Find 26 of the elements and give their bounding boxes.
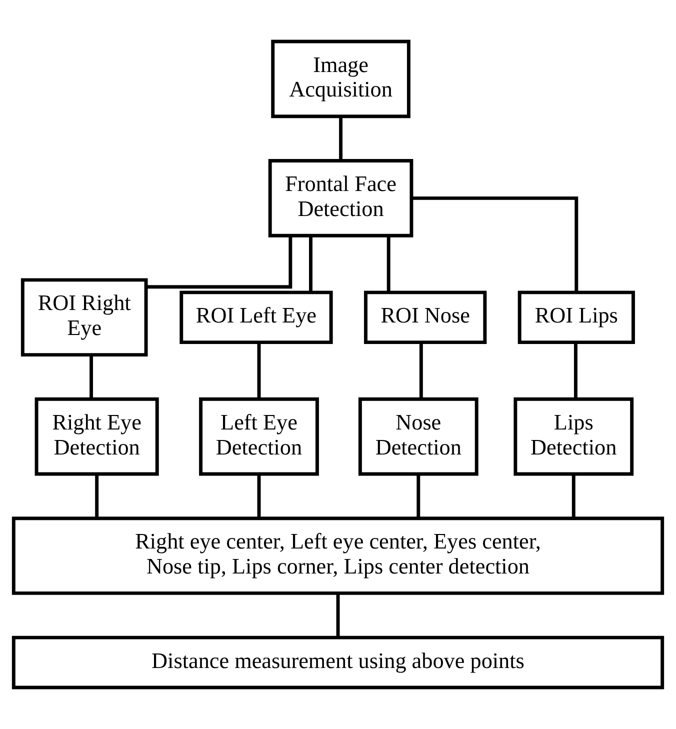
connector <box>95 474 99 518</box>
node-box: ROI Left Eye <box>180 290 333 344</box>
connector <box>572 474 576 518</box>
node-box: Distance measurement using above points <box>12 636 664 690</box>
connector <box>309 236 312 292</box>
connector <box>336 594 340 638</box>
node-box: Left Eye Detection <box>199 397 319 476</box>
node-box: Lips Detection <box>514 397 634 476</box>
node-box: Image Acquisition <box>271 40 410 118</box>
node-box: ROI Right Eye <box>20 278 148 357</box>
connector <box>257 474 261 518</box>
connector <box>90 355 94 400</box>
node-box: ROI Nose <box>364 290 487 344</box>
connector <box>411 196 578 292</box>
connector <box>257 342 261 400</box>
connector <box>416 474 420 518</box>
connector <box>574 342 578 400</box>
node-box: Right eye center, Left eye center, Eyes center, Nose tip, Lips corner, Lips center detection <box>12 516 664 595</box>
connector <box>146 236 292 289</box>
node-box: ROI Lips <box>518 290 635 344</box>
node-box: Nose Detection <box>358 397 478 476</box>
connector <box>339 116 342 161</box>
node-box: Frontal Face Detection <box>268 159 414 238</box>
connector <box>419 342 423 400</box>
node-box: Right Eye Detection <box>34 397 159 476</box>
connector <box>386 236 390 292</box>
